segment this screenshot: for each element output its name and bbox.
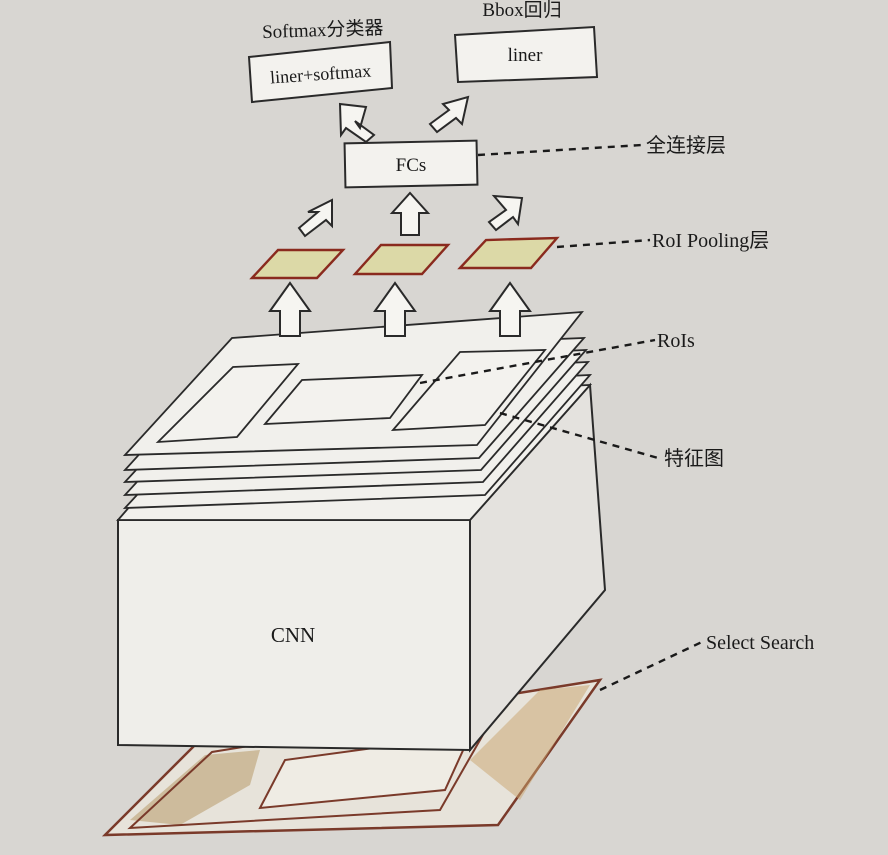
feature-map-stack <box>122 310 593 509</box>
diagonal-arrow-icon <box>297 198 333 238</box>
cnn-label: CNN <box>271 623 315 647</box>
feature-map-label: 特征图 <box>664 447 724 470</box>
bbox-box-label: liner <box>508 45 543 66</box>
pooled-feature <box>352 243 451 276</box>
fcs-box: FCs <box>343 139 479 189</box>
fc-layer-label: 全连接层 <box>646 134 726 157</box>
side-labels: 全连接层 RoI Pooling层 RoIs 特征图 Select Search <box>646 134 814 654</box>
select-search-leader-line <box>599 639 705 692</box>
select-search-label: Select Search <box>706 632 814 654</box>
classifier-title: Softmax分类器 <box>262 17 384 43</box>
classifier-head: Softmax分类器 liner+softmax <box>247 17 394 104</box>
diagonal-arrow-icon <box>338 102 376 144</box>
fcs-label: FCs <box>396 155 427 176</box>
diagonal-arrow-icon <box>428 95 470 134</box>
up-arrow-icon <box>389 191 431 236</box>
fc-leader-line <box>477 143 643 157</box>
pooling-leader-line <box>556 238 651 249</box>
diagonal-arrow-icon <box>487 194 524 232</box>
arrows-to-fcs <box>297 191 524 238</box>
roi-region <box>262 374 424 425</box>
feature-map-leader-line <box>499 411 659 460</box>
pooled-feature <box>457 236 560 270</box>
rois-leader-line <box>419 338 656 385</box>
bbox-head: Bbox回归 liner <box>453 0 599 84</box>
roi-region <box>390 349 547 432</box>
roi-region <box>155 363 301 444</box>
rois-label: RoIs <box>657 330 695 352</box>
up-arrow-icon <box>373 281 417 337</box>
bbox-title: Bbox回归 <box>482 0 561 21</box>
leader-lines <box>419 143 705 692</box>
up-arrow-icon <box>488 281 532 337</box>
pooled-feature <box>249 248 346 280</box>
up-arrow-icon <box>268 281 312 337</box>
arrows-to-heads <box>338 95 470 144</box>
roi-pooling-tiles <box>249 236 560 280</box>
roi-pooling-label: RoI Pooling层 <box>652 230 769 252</box>
arrows-to-pooling <box>268 281 532 337</box>
